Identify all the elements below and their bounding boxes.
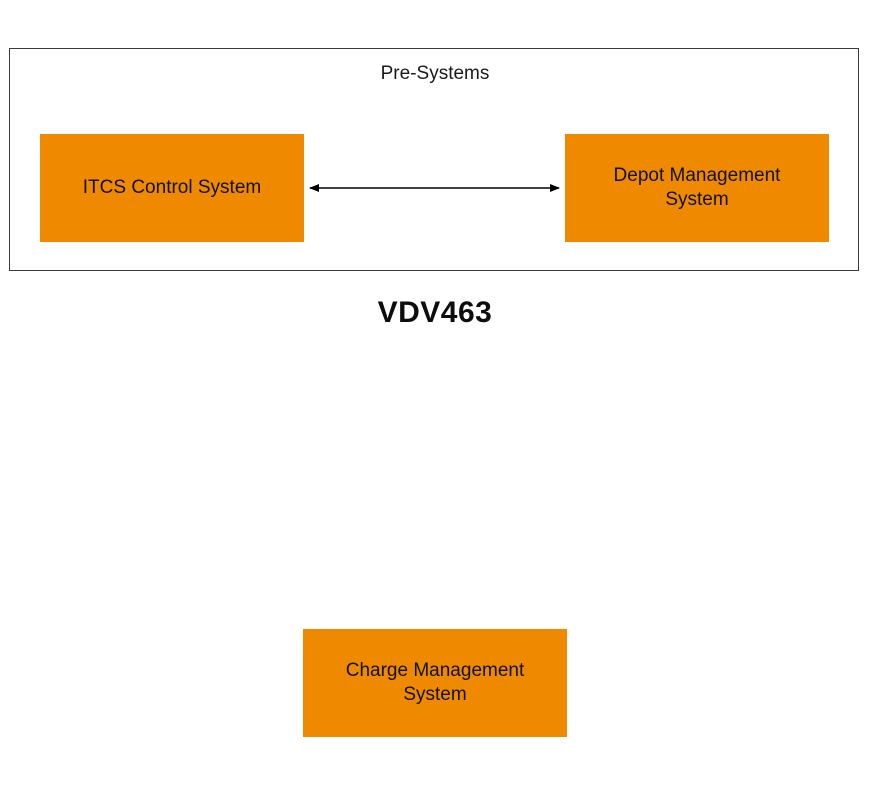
- depot-management-system-label: Depot Management System: [613, 165, 781, 210]
- itcs-control-system-label: ITCS Control System: [82, 177, 262, 198]
- pre-systems-group-frame: [9, 48, 859, 271]
- vdv463-standard-label: VDV463: [377, 296, 493, 329]
- itcs-control-system-node: ITCS Control System: [40, 134, 304, 242]
- depot-management-system-node: Depot Management System: [565, 134, 829, 242]
- pre-systems-group-label: Pre-Systems: [380, 63, 490, 84]
- charge-management-system-node: Charge Management System: [303, 629, 567, 737]
- charge-management-system-label: Charge Management System: [345, 660, 525, 705]
